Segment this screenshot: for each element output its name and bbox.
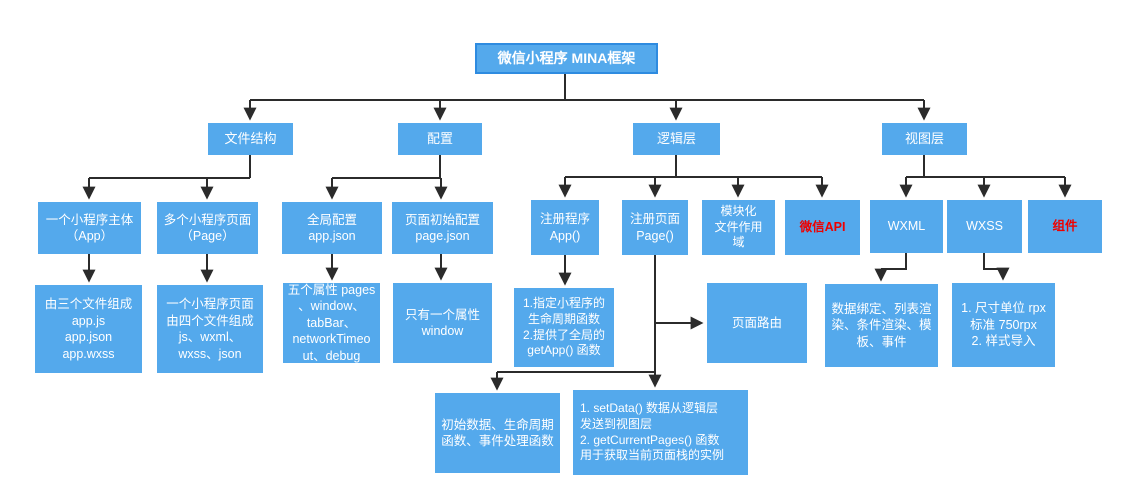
node-four-files: 一个小程序页面 由四个文件组成 js、wxml、 wxss、json xyxy=(157,285,263,373)
node-rpx-info: 1. 尺寸单位 rpx 标准 750rpx 2. 样式导入 xyxy=(952,283,1055,367)
node-data-binding: 数据绑定、列表渲 染、条件渲染、模 板、事件 xyxy=(825,284,938,367)
node-page-route: 页面路由 xyxy=(707,283,807,363)
node-app-lifecycle: 1.指定小程序的 生命周期函数 2.提供了全局的 getApp() 函数 xyxy=(514,288,614,367)
node-five-props: 五个属性 pages 、window、 tabBar、 networkTimeo… xyxy=(283,283,380,363)
node-modular-scope: 模块化 文件作用 域 xyxy=(702,200,775,255)
node-logic-layer: 逻辑层 xyxy=(633,123,720,155)
node-register-app: 注册程序 App() xyxy=(531,200,599,255)
node-file-structure: 文件结构 xyxy=(208,123,293,155)
node-component: 组件 xyxy=(1028,200,1102,253)
node-wxss: WXSS xyxy=(947,200,1022,253)
node-app-body: 一个小程序主体 （App） xyxy=(38,202,141,254)
node-config: 配置 xyxy=(398,123,482,155)
node-global-config: 全局配置 app.json xyxy=(282,202,382,254)
node-wxml: WXML xyxy=(870,200,943,253)
node-setdata-info: 1. setData() 数据从逻辑层 发送到视图层 2. getCurrent… xyxy=(573,390,748,475)
node-root: 微信小程序 MINA框架 xyxy=(475,43,658,74)
node-three-files: 由三个文件组成 app.js app.json app.wxss xyxy=(35,285,142,373)
node-wechat-api: 微信API xyxy=(785,200,860,255)
node-page-config: 页面初始配置 page.json xyxy=(392,202,493,254)
node-init-data: 初始数据、生命周期 函数、事件处理函数 xyxy=(435,393,560,473)
node-pages-multi: 多个小程序页面 （Page） xyxy=(157,202,258,254)
node-register-page: 注册页面 Page() xyxy=(622,200,688,255)
node-one-prop: 只有一个属性 window xyxy=(393,283,492,363)
node-view-layer: 视图层 xyxy=(882,123,967,155)
